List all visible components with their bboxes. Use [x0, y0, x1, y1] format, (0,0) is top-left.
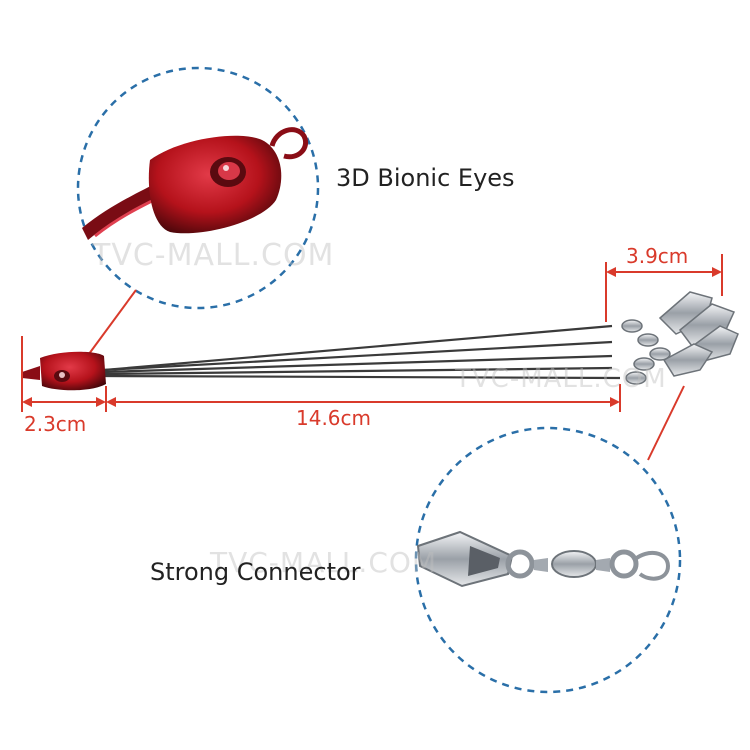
- dimension-label-wire: 14.6cm: [296, 406, 372, 430]
- watermark: TVC-MALL.COM: [92, 238, 335, 273]
- watermark: TVC-MALL.COM: [455, 364, 667, 394]
- dimension-label-connector: 3.9cm: [626, 244, 689, 268]
- feature-label-connector: Strong Connector: [150, 558, 361, 586]
- dimension-label-head: 2.3cm: [24, 412, 87, 436]
- dimension-lines: [21, 254, 723, 412]
- rig-wires: [103, 324, 621, 380]
- callout-circle-connector: [414, 426, 682, 694]
- rig-lure-head: [22, 351, 106, 391]
- callout-pointer-eyes: [85, 289, 137, 359]
- watermark: TVC-MALL.COM: [210, 546, 438, 579]
- feature-label-eyes: 3D Bionic Eyes: [336, 164, 515, 192]
- closeup-lure-head: [82, 127, 308, 240]
- callout-pointer-connector: [647, 385, 685, 461]
- callout-circle-eyes: [76, 66, 320, 310]
- rig-swivels: [621, 291, 739, 385]
- closeup-snap-swivel: [416, 530, 671, 588]
